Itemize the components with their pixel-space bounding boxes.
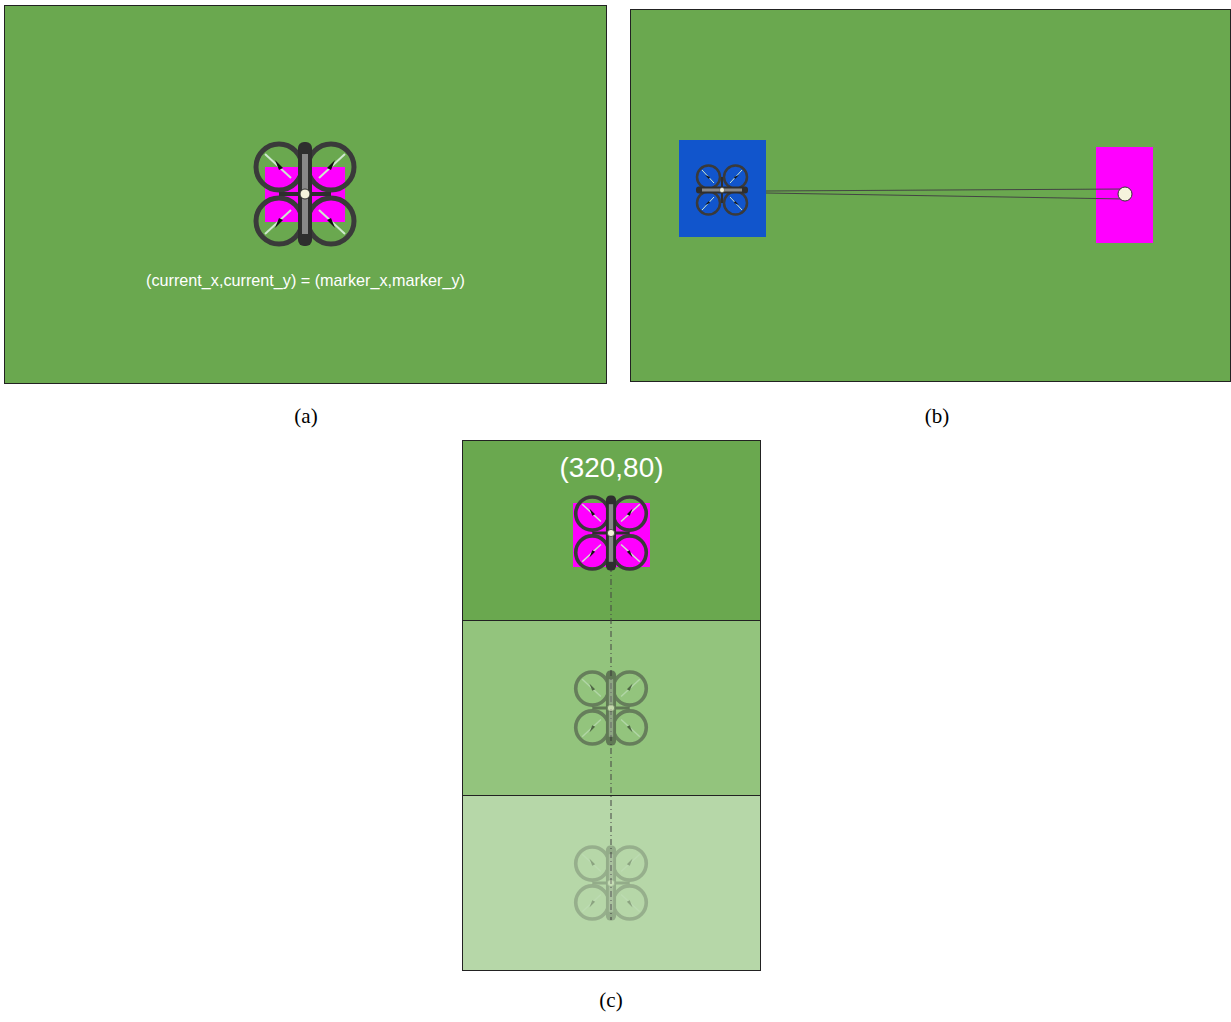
- drone-ghost: [576, 671, 647, 746]
- panel: (320,80): [462, 440, 761, 621]
- panel-caption: (b): [925, 404, 950, 429]
- marker: [1096, 147, 1153, 243]
- path-line: [766, 193, 1125, 199]
- panel: (current_x,current_y) = (marker_x,marker…: [4, 5, 607, 384]
- start-square: [679, 140, 766, 237]
- drone-ghost: [576, 846, 647, 921]
- panel-caption: (a): [294, 404, 317, 429]
- marker-center: [1118, 187, 1132, 201]
- coordinate-text: (320,80): [462, 452, 761, 484]
- drone: [576, 496, 647, 571]
- panel-caption: (c): [599, 988, 622, 1013]
- drone: [696, 166, 748, 215]
- path-line: [766, 189, 1125, 191]
- panel-b-ground: [631, 10, 1231, 382]
- coordinate-text: (current_x,current_y) = (marker_x,marker…: [4, 271, 607, 290]
- panel-a-ground: [5, 6, 607, 384]
- drone: [256, 142, 354, 246]
- band: [463, 796, 761, 971]
